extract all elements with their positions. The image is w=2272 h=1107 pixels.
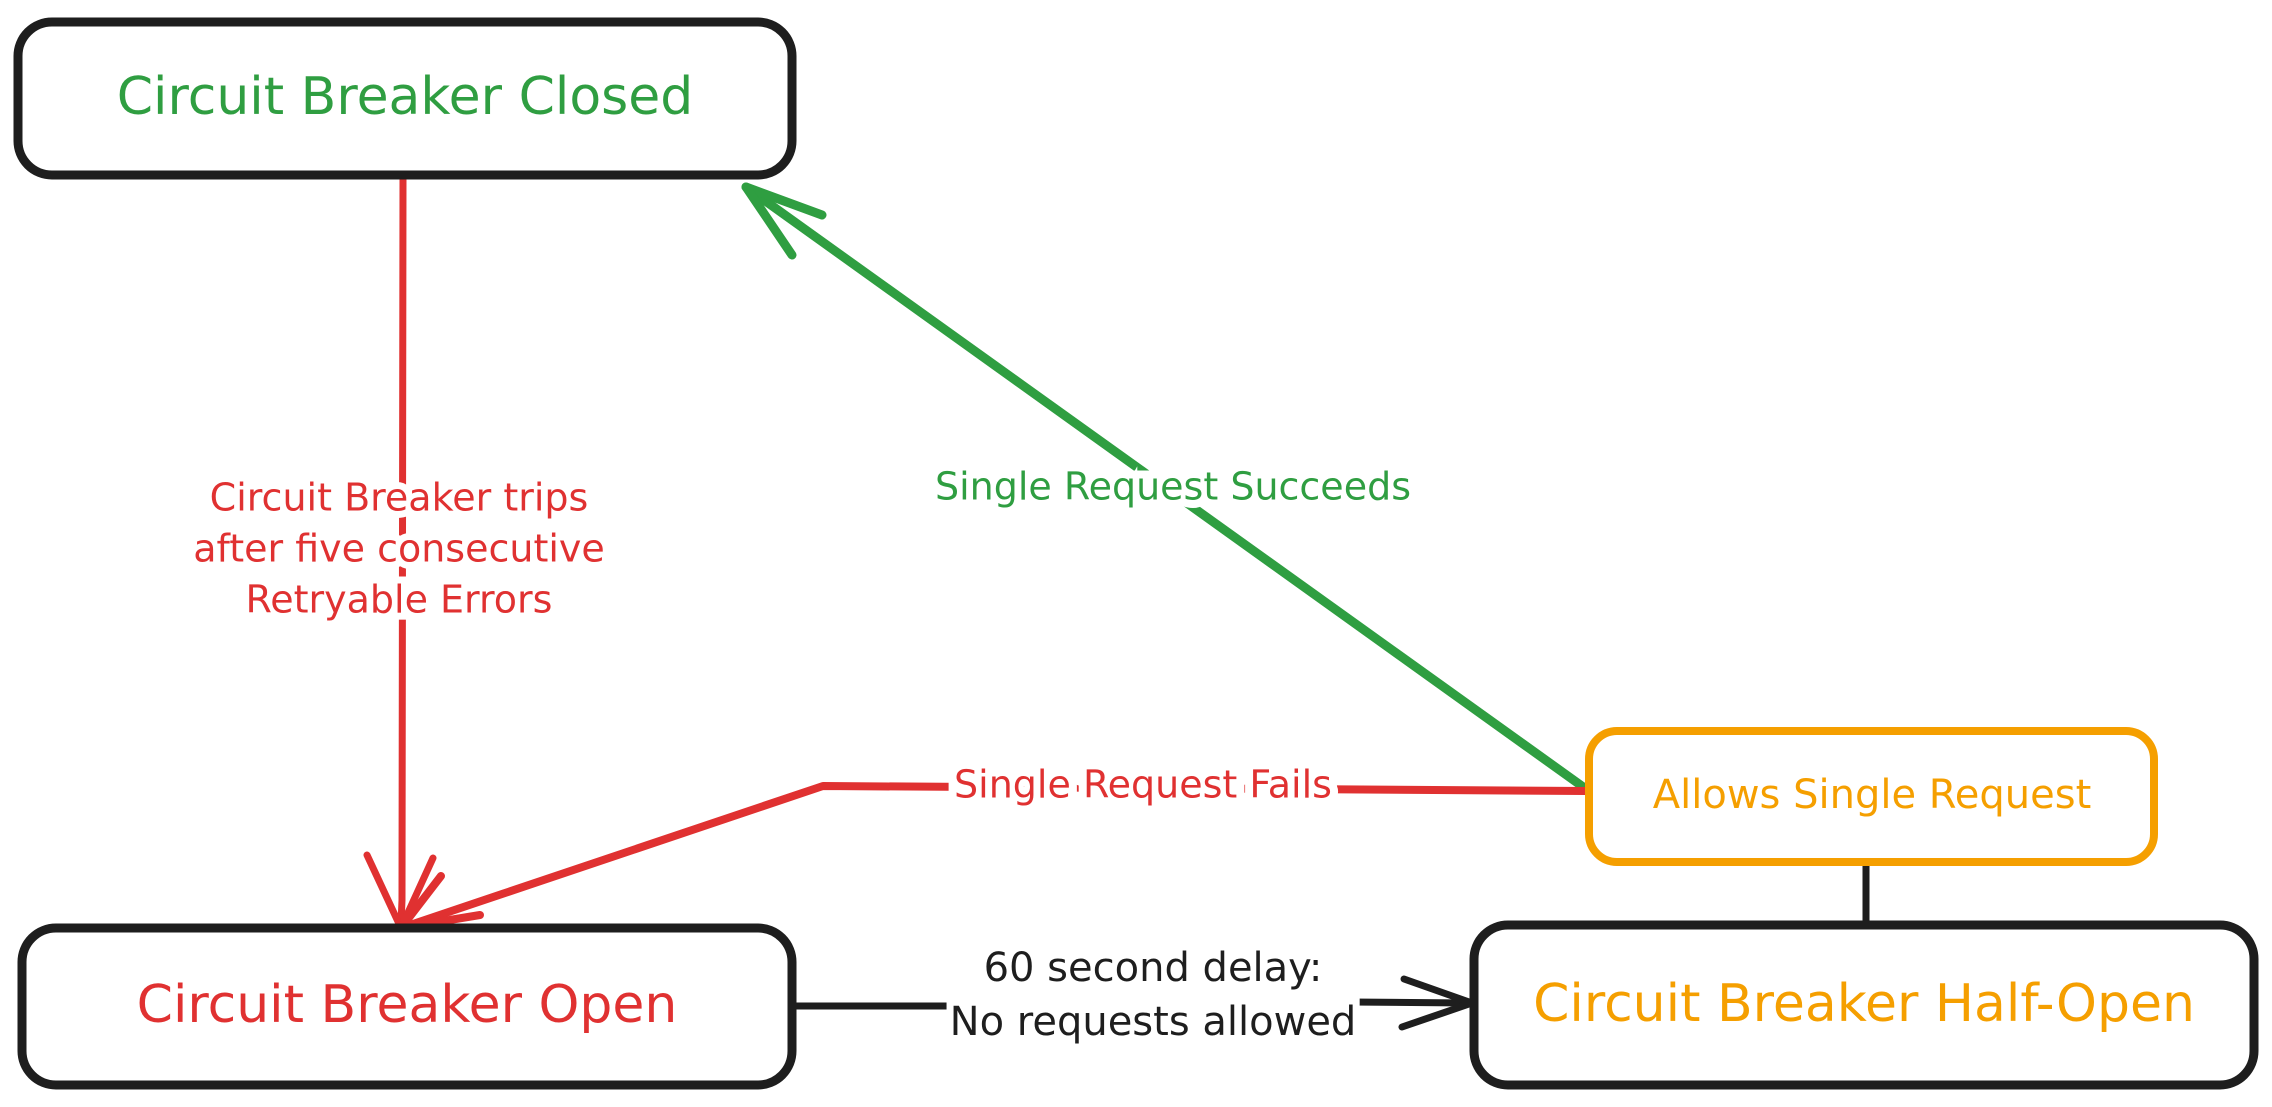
node-circuit-breaker-closed[interactable]: Circuit Breaker Closed: [13, 17, 797, 180]
edge-allows-to-open: [397, 782, 1590, 932]
edge-open-to-half-open-arrowhead-upper: [1400, 975, 1476, 1007]
node-allows-single-request-label: Allows Single Request: [1653, 772, 2092, 818]
edge-label-allows-to-open: Single Request Fails: [946, 755, 1340, 815]
edge-label-closed-to-open: Circuit Breaker trips after five consecu…: [186, 469, 612, 629]
edge-closed-to-open-line: [397, 172, 407, 928]
edge-allows-to-open-arrowhead-upper: [397, 872, 445, 932]
edge-label-delay-line-1: 60 second delay:: [984, 945, 1323, 991]
edge-open-to-half-open: [789, 975, 1476, 1031]
node-closed-box[interactable]: [13, 17, 797, 180]
edge-allows-to-closed-line: [745, 185, 1591, 794]
edge-label-trips-line-1: Circuit Breaker trips: [210, 476, 589, 520]
edge-allows-to-closed-arrowhead-lower: [741, 182, 797, 260]
edge-label-single-request-succeeds: Single Request Succeeds: [935, 465, 1411, 509]
node-allows-single-request-box[interactable]: [1585, 727, 2158, 866]
edge-open-to-half-open-line-right: [1346, 998, 1472, 1007]
node-half-open-box[interactable]: [1469, 920, 2259, 1090]
node-circuit-breaker-open[interactable]: Circuit Breaker Open: [17, 923, 797, 1090]
edge-label-trips-line-2: after five consecutive: [193, 527, 605, 571]
edge-allows-to-open-line: [397, 782, 1590, 932]
node-open-label: Circuit Breaker Open: [137, 975, 678, 1035]
edge-allows-to-closed-arrowhead-upper: [741, 182, 827, 220]
edge-label-trips-line-3: Retryable Errors: [246, 578, 553, 622]
edge-closed-to-open-arrowhead-left: [363, 851, 405, 932]
edge-label-delay-line-2: No requests allowed: [950, 999, 1357, 1045]
node-half-open-label: Circuit Breaker Half-Open: [1533, 974, 2195, 1034]
edge-label-open-to-half-open: 60 second delay: No requests allowed: [943, 938, 1364, 1052]
node-open-box[interactable]: [17, 923, 797, 1090]
edge-label-allows-to-closed: Single Request Succeeds: [927, 457, 1419, 517]
edge-label-single-request-fails: Single Request Fails: [954, 763, 1332, 807]
node-allows-single-request[interactable]: Allows Single Request: [1585, 727, 2158, 866]
node-closed-label: Circuit Breaker Closed: [117, 67, 694, 127]
node-circuit-breaker-half-open[interactable]: Circuit Breaker Half-Open: [1469, 920, 2259, 1090]
edge-open-to-half-open-arrowhead-lower: [1398, 999, 1476, 1031]
edge-allows-to-closed: [741, 182, 1591, 794]
